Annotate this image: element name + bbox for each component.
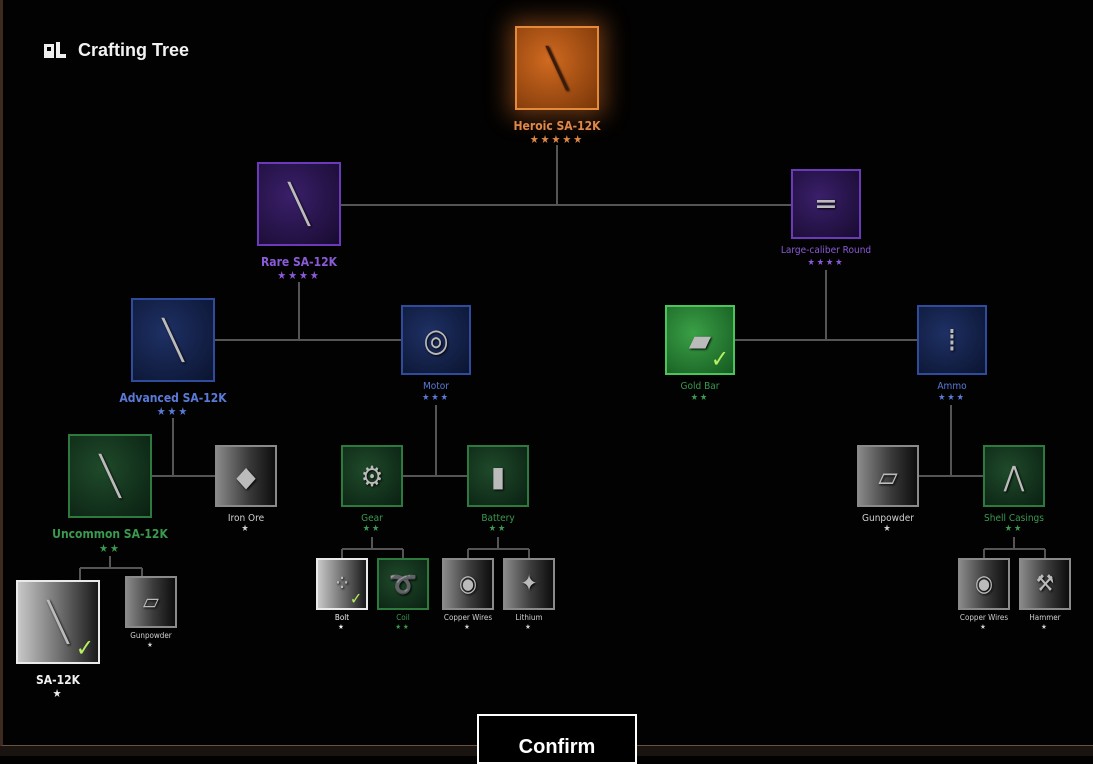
coil-icon: ➰ <box>388 571 418 598</box>
owned-check-icon: ✓ <box>349 589 362 608</box>
craft-node-large-caliber-round[interactable]: ═ <box>791 169 861 239</box>
craft-node-copper-wires[interactable]: ◉ <box>442 558 494 610</box>
rifle-icon: ╲ <box>99 454 121 498</box>
star-rating: ★ <box>1041 623 1049 631</box>
owned-check-icon: ✓ <box>75 634 94 662</box>
craft-node-heroic-sa-12k[interactable]: ╲ <box>515 26 599 110</box>
node-label: Copper Wires <box>959 613 1009 622</box>
craft-node-uncommon-sa-12k[interactable]: ╲ <box>68 434 152 518</box>
star-rating: ★★ <box>99 542 121 555</box>
node-label: Coil <box>396 613 410 622</box>
bullets-icon: ═ <box>817 185 835 223</box>
craft-node-gold-bar[interactable]: ▰✓ <box>665 305 735 375</box>
craft-node-gear[interactable]: ⚙ <box>341 445 403 507</box>
gear-icon: ⚙ <box>360 459 384 493</box>
node-label: Copper Wires <box>443 613 493 622</box>
star-rating: ★★★★ <box>277 269 321 282</box>
craft-node-gunpowder[interactable]: ▱ <box>125 576 177 628</box>
craft-node-motor[interactable]: ◎ <box>401 305 471 375</box>
node-label: Uncommon SA-12K <box>52 527 168 541</box>
craft-node-advanced-sa-12k[interactable]: ╲ <box>131 298 215 382</box>
star-rating: ★ <box>147 641 155 649</box>
star-rating: ★ <box>241 524 251 534</box>
rifle-icon: ╲ <box>546 46 568 90</box>
gunpowder-icon: ▱ <box>143 589 159 615</box>
star-rating: ★★ <box>488 524 508 534</box>
craft-node-iron-ore[interactable]: ◆ <box>215 445 277 507</box>
crafting-tree-icon <box>44 41 66 60</box>
craft-node-coil[interactable]: ➰ <box>377 558 429 610</box>
node-label: Heroic SA-12K <box>513 119 601 133</box>
star-rating: ★★★★ <box>807 258 845 268</box>
battery-icon: ▮ <box>491 459 505 493</box>
star-rating: ★ <box>338 623 346 631</box>
craft-node-battery[interactable]: ▮ <box>467 445 529 507</box>
node-label: Advanced SA-12K <box>119 391 227 405</box>
craft-node-shell-casings[interactable]: ⋀ <box>983 445 1045 507</box>
node-label: Large-caliber Round <box>780 245 872 256</box>
star-rating: ★★★★★ <box>529 133 585 146</box>
node-label: Shell Casings <box>984 513 1044 524</box>
gunpowder-icon: ▱ <box>878 459 898 493</box>
star-rating: ★ <box>883 524 893 534</box>
star-rating: ★ <box>52 687 64 700</box>
node-label: SA-12K <box>35 673 81 687</box>
star-rating: ★★★ <box>156 405 190 418</box>
star-rating: ★★ <box>1004 524 1024 534</box>
node-label: Gold Bar <box>680 381 720 392</box>
hammer-icon: ⚒ <box>1035 571 1055 597</box>
copper-wires-icon: ◉ <box>458 571 478 597</box>
star-rating: ★★ <box>362 524 382 534</box>
page-title: Crafting Tree <box>78 40 190 60</box>
craft-node-bolt[interactable]: ⁘✓ <box>316 558 368 610</box>
node-label: Lithium <box>515 613 543 622</box>
craft-node-copper-wires[interactable]: ◉ <box>958 558 1010 610</box>
rifle-icon: ╲ <box>47 600 69 644</box>
ammo-icon: ⁞ <box>947 321 957 359</box>
star-rating: ★ <box>525 623 533 631</box>
star-rating: ★★★ <box>938 393 966 403</box>
craft-node-hammer[interactable]: ⚒ <box>1019 558 1071 610</box>
copper-wires-icon: ◉ <box>974 571 994 597</box>
star-rating: ★ <box>980 623 988 631</box>
header: Crafting Tree <box>44 40 189 61</box>
craft-node-gunpowder[interactable]: ▱ <box>857 445 919 507</box>
node-label: Gunpowder <box>130 631 172 640</box>
craft-node-ammo[interactable]: ⁞ <box>917 305 987 375</box>
confirm-button[interactable]: Confirm <box>477 714 637 764</box>
node-label: Gear <box>361 513 383 524</box>
bolt-icon: ⁘ <box>333 571 351 597</box>
node-label: Motor <box>423 381 449 392</box>
star-rating: ★ <box>464 623 472 631</box>
star-rating: ★★ <box>395 623 411 631</box>
shell-casings-icon: ⋀ <box>1003 459 1025 493</box>
owned-check-icon: ✓ <box>710 345 729 373</box>
gold-bar-icon: ▰ <box>688 321 712 359</box>
node-label: Bolt <box>334 613 350 622</box>
node-label: Ammo <box>937 381 967 392</box>
node-label: Hammer <box>1029 613 1061 622</box>
craft-node-rare-sa-12k[interactable]: ╲ <box>257 162 341 246</box>
craft-node-sa-12k[interactable]: ╲✓ <box>16 580 100 664</box>
star-rating: ★★★ <box>422 393 450 403</box>
node-label: Gunpowder <box>862 513 914 524</box>
lithium-icon: ✦ <box>520 571 538 597</box>
node-label: Rare SA-12K <box>260 255 338 269</box>
node-label: Iron Ore <box>227 513 265 524</box>
node-label: Battery <box>481 513 515 524</box>
star-rating: ★★ <box>690 393 710 403</box>
ore-icon: ◆ <box>236 459 256 493</box>
rifle-icon: ╲ <box>288 182 310 226</box>
craft-node-lithium[interactable]: ✦ <box>503 558 555 610</box>
rifle-icon: ╲ <box>162 318 184 362</box>
motor-icon: ◎ <box>423 321 449 359</box>
